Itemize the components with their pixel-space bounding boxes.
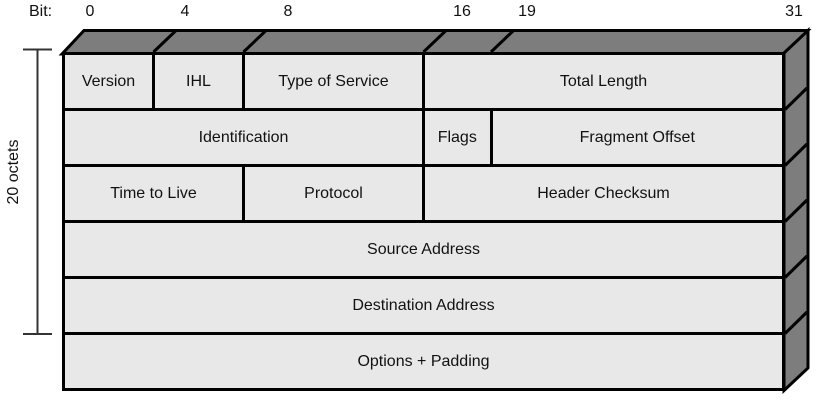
octets-label: 20 octets: [5, 139, 22, 205]
field-version: Version: [65, 55, 152, 108]
field-time-to-live: Time to Live: [65, 167, 242, 220]
right-face-divider-row3: [783, 198, 809, 223]
top-face-divider-bit4: [152, 29, 177, 54]
top-face-divider-bit19: [489, 29, 515, 54]
top-face-divider-bit8: [242, 29, 267, 54]
bit-axis-label: Bit:: [29, 3, 53, 20]
field-source-address: Source Address: [65, 223, 782, 276]
bit-tick-16: 16: [453, 3, 471, 20]
right-face-divider-row4: [783, 254, 809, 279]
field-flags: Flags: [425, 111, 490, 164]
field-fragment-offset: Fragment Offset: [492, 111, 782, 164]
right-face-divider-row2: [783, 142, 809, 167]
bit-tick-19: 19: [518, 3, 536, 20]
octets-bracket: [23, 48, 52, 335]
right-face-divider-row1: [783, 86, 809, 111]
header-fields-grid: Version IHL Type of Service Total Length…: [62, 52, 785, 391]
field-options-padding: Options + Padding: [65, 335, 782, 388]
bit-tick-31: 31: [785, 3, 803, 20]
field-protocol: Protocol: [245, 167, 422, 220]
bit-tick-0: 0: [85, 3, 95, 20]
right-face-divider-row5: [783, 310, 809, 335]
field-identification: Identification: [65, 111, 422, 164]
bit-tick-8: 8: [283, 3, 293, 20]
top-face-divider-bit16: [422, 29, 447, 54]
field-total-length: Total Length: [425, 55, 782, 108]
field-destination-address: Destination Address: [65, 279, 782, 332]
bit-tick-4: 4: [180, 3, 190, 20]
field-type-of-service: Type of Service: [245, 55, 422, 108]
field-header-checksum: Header Checksum: [425, 167, 782, 220]
field-ihl: IHL: [155, 55, 242, 108]
